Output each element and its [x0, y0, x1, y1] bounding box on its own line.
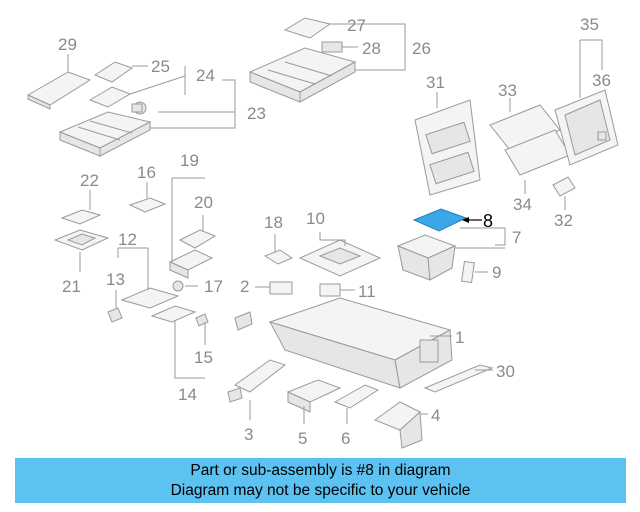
part-11-switch [319, 283, 341, 297]
callout-7[interactable]: 7 [512, 228, 521, 247]
callout-24[interactable]: 24 [196, 66, 215, 85]
part-16-pad [128, 197, 167, 213]
part-9-clip [461, 260, 475, 284]
part-35-panel [554, 89, 619, 166]
callout-3[interactable]: 3 [244, 425, 253, 444]
callout-6[interactable]: 6 [341, 429, 350, 448]
callout-25[interactable]: 25 [151, 57, 170, 76]
callout-23[interactable]: 23 [247, 104, 266, 123]
callout-26[interactable]: 26 [412, 39, 431, 58]
callout-30[interactable]: 30 [496, 362, 515, 381]
callout-13[interactable]: 13 [106, 270, 125, 289]
callout-16[interactable]: 16 [137, 163, 156, 182]
part-26-tray-assembly [248, 17, 357, 103]
part-5-duct [286, 379, 342, 413]
callout-17[interactable]: 17 [204, 277, 223, 296]
banner-line-1: Part or sub-assembly is #8 in diagram [190, 462, 451, 479]
callout-1[interactable]: 1 [455, 328, 464, 347]
part-4-mount [373, 401, 423, 449]
callout-8[interactable]: 8 [483, 211, 493, 231]
callout-10[interactable]: 10 [306, 209, 325, 228]
part-6-duct [333, 384, 380, 409]
callout-5[interactable]: 5 [298, 429, 307, 448]
callout-20[interactable]: 20 [194, 193, 213, 212]
part-18-knob [263, 249, 294, 265]
part-30-trim [423, 364, 494, 393]
callout-9[interactable]: 9 [492, 263, 501, 282]
info-banner: Part or sub-assembly is #8 in diagram Di… [15, 458, 626, 503]
callout-21[interactable]: 21 [62, 277, 81, 296]
callout-18[interactable]: 18 [264, 213, 283, 232]
callout-19[interactable]: 19 [180, 151, 199, 170]
part-19-cupholder [168, 249, 214, 292]
callout-29[interactable]: 29 [58, 35, 77, 54]
callout-11[interactable]: 11 [358, 282, 376, 301]
part-1-console [268, 297, 453, 389]
part-3-bracket [227, 359, 287, 403]
part-29-mat [26, 71, 92, 110]
callout-14[interactable]: 14 [178, 385, 197, 404]
callout-31[interactable]: 31 [426, 73, 445, 92]
callout-33[interactable]: 33 [498, 81, 517, 100]
callout-4[interactable]: 4 [431, 406, 440, 425]
callout-15[interactable]: 15 [194, 348, 213, 367]
banner-line-2: Diagram may not be specific to your vehi… [170, 482, 471, 499]
callout-27[interactable]: 27 [347, 16, 366, 35]
part-20-holder [178, 229, 217, 249]
callout-35[interactable]: 35 [580, 15, 599, 34]
part-10-top-panel [298, 239, 382, 277]
part-21-pad [53, 229, 110, 251]
part-23-cover [58, 111, 152, 157]
part-12-tray [107, 287, 209, 327]
part-2-switch [234, 281, 293, 331]
part-31-bezel [414, 99, 481, 196]
callout-36[interactable]: 36 [592, 71, 611, 90]
callout-28[interactable]: 28 [362, 39, 381, 58]
part-22-pad [60, 209, 102, 225]
part-32-clip [552, 176, 576, 197]
parts-diagram: 29 25 24 23 27 28 26 31 [26, 15, 619, 449]
callout-32[interactable]: 32 [554, 211, 573, 230]
callout-34[interactable]: 34 [513, 195, 532, 214]
part-8-mat-highlighted[interactable] [412, 208, 468, 232]
callout-22[interactable]: 22 [80, 171, 99, 190]
part-7-storage-bin [396, 234, 457, 281]
callout-2[interactable]: 2 [240, 277, 249, 296]
callout-12[interactable]: 12 [118, 230, 137, 249]
part-25-trays [88, 61, 147, 115]
